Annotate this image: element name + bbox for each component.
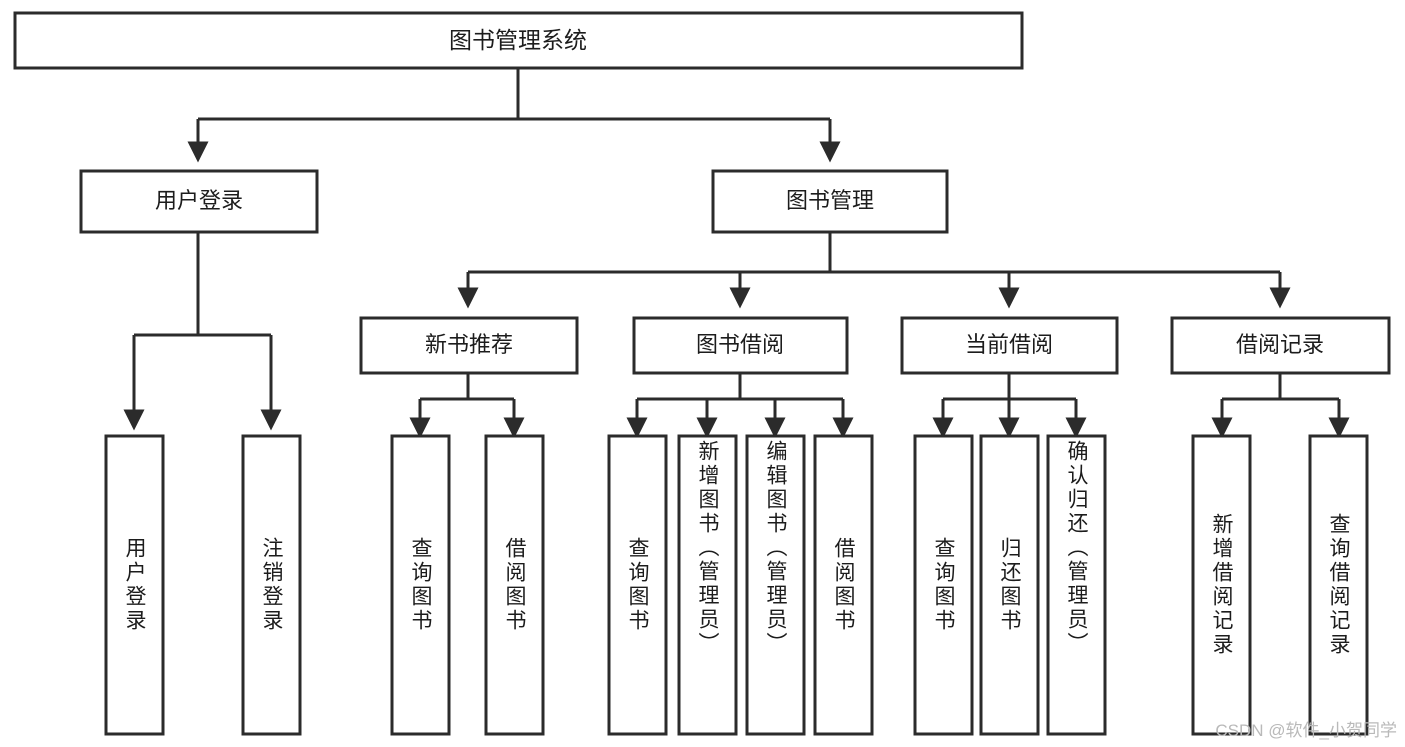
leaf-6-box[interactable] [677, 434, 738, 736]
leaf-3-box[interactable] [390, 434, 451, 736]
connector-group [123, 68, 1350, 439]
leaf-2-box[interactable] [241, 434, 302, 736]
node-user-login[interactable]: 用户登录 [79, 169, 319, 234]
leaf-4-box[interactable] [484, 434, 545, 736]
node-current-borrow[interactable]: 当前借阅 [900, 316, 1119, 375]
leaf-10-box[interactable] [979, 434, 1040, 736]
leaf-5-box[interactable] [607, 434, 668, 736]
node-current-borrow-box[interactable] [900, 316, 1119, 375]
node-root-box[interactable] [13, 11, 1024, 70]
node-book-borrow-box[interactable] [632, 316, 849, 375]
node-book-manage[interactable]: 图书管理 [711, 169, 949, 234]
leaf-11-box[interactable] [1046, 434, 1107, 736]
node-new-book-recommend[interactable]: 新书推荐 [359, 316, 579, 375]
node-new-book-recommend-label: 新书推荐 [425, 332, 513, 357]
node-book-manage-box[interactable] [711, 169, 949, 234]
node-root-label: 图书管理系统 [449, 27, 587, 53]
leaf-13-box[interactable] [1308, 434, 1369, 736]
leaf-box-group [104, 434, 1369, 736]
leaf-1-box[interactable] [104, 434, 165, 736]
csdn-watermark: CSDN @软件_小贺同学 [1215, 721, 1397, 740]
node-book-manage-label: 图书管理 [786, 188, 874, 213]
node-user-login-label: 用户登录 [155, 188, 243, 213]
leaf-9-box[interactable] [913, 434, 974, 736]
leaf-12-box[interactable] [1191, 434, 1252, 736]
node-current-borrow-label: 当前借阅 [965, 332, 1053, 357]
node-borrow-record[interactable]: 借阅记录 [1170, 316, 1391, 375]
node-user-login-box[interactable] [79, 169, 319, 234]
node-book-borrow-label: 图书借阅 [696, 332, 784, 357]
leaf-7-box[interactable] [745, 434, 806, 736]
node-book-borrow[interactable]: 图书借阅 [632, 316, 849, 375]
node-root[interactable]: 图书管理系统 [13, 11, 1024, 70]
node-new-book-recommend-box[interactable] [359, 316, 579, 375]
node-borrow-record-label: 借阅记录 [1236, 332, 1324, 357]
node-borrow-record-box[interactable] [1170, 316, 1391, 375]
leaf-8-box[interactable] [813, 434, 874, 736]
